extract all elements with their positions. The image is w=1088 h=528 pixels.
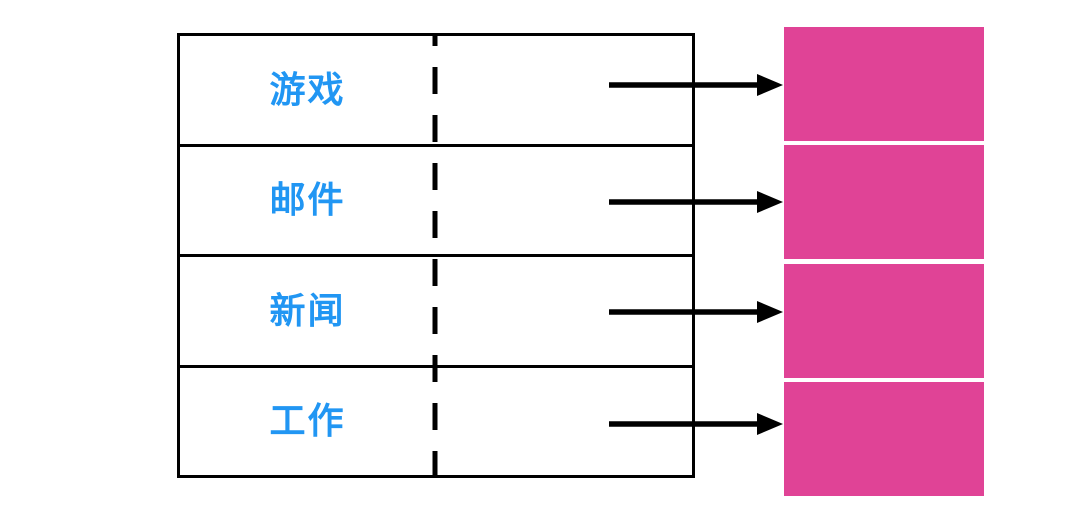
- table-row-mail: 邮件: [180, 147, 692, 257]
- row-label-games: 游戏: [269, 68, 346, 110]
- table-row-work: 工作: [180, 368, 692, 476]
- target-box-work: [784, 382, 984, 496]
- table-row-news: 新闻: [180, 257, 692, 368]
- target-box-news: [784, 264, 984, 378]
- row-label-work: 工作: [269, 400, 346, 442]
- table-row-games: 游戏: [180, 36, 692, 147]
- row-label-news: 新闻: [269, 289, 346, 331]
- row-label-mail: 邮件: [269, 179, 346, 221]
- target-box-mail: [784, 145, 984, 259]
- target-box-games: [784, 27, 984, 141]
- category-table: 游戏 邮件 新闻 工作: [177, 33, 695, 478]
